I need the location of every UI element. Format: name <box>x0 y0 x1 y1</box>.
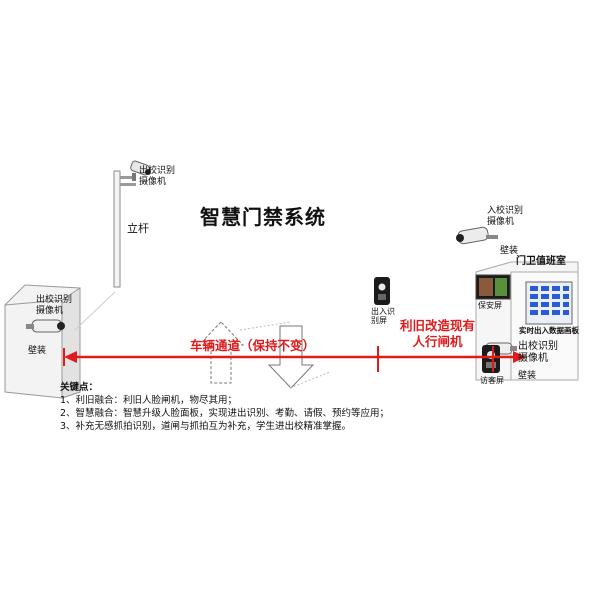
key-point-item: 1、利旧融合：利旧人脸闸机，物尽其用； <box>60 395 238 406</box>
camera-top-label: 出校识别摄像机 <box>139 166 176 187</box>
id-screen-icon <box>374 277 390 305</box>
vehicle-lane-label: 车辆通道（保持不变） <box>190 338 316 353</box>
id-screen-label: 出入识别屏 <box>371 307 395 325</box>
wall-mount-right-label: 壁装 <box>518 371 537 381</box>
guard-room-label: 门卫值班室 <box>516 256 566 267</box>
camera-left-label: 出校识别摄像机 <box>36 295 73 316</box>
visitor-screen-label: 访客屏 <box>480 376 504 385</box>
key-point-item: 2、智慧融合：智慧升级人脸面板，实现进出识别、考勤、请假、预约等应用； <box>60 408 390 419</box>
vehicle-lane-arrow <box>63 346 526 372</box>
camera-left-icon <box>26 319 65 333</box>
camera-right-top-icon <box>456 226 498 245</box>
lane-arrow-up-icon <box>197 321 245 384</box>
camera-right-top-label: 入校识别摄像机 <box>487 206 524 227</box>
visitor-screen-icon <box>482 345 500 373</box>
security-screen-label: 保安屏 <box>478 301 502 310</box>
page-title: 智慧门禁系统 <box>200 205 326 229</box>
camera-top-icon <box>130 160 151 181</box>
reuse-gate-line-1: 利旧改造现有 <box>400 318 476 333</box>
wall-mount-right-top-label: 壁装 <box>500 246 519 256</box>
perspective-line <box>74 291 116 331</box>
wall-mount-left-label: 壁装 <box>28 346 47 356</box>
security-screen-icon <box>475 274 511 300</box>
pole <box>113 170 136 288</box>
key-points: 关键点： 1、利旧融合：利旧人脸闸机，物尽其用； 2、智慧融合：智慧升级人脸面板… <box>60 381 389 433</box>
key-points-heading: 关键点： <box>60 382 99 393</box>
pole-label: 立杆 <box>127 222 149 235</box>
key-point-item: 3、补充无感抓拍识别，道闸与抓拍互为补充，学生进出校精准掌握。 <box>60 421 352 432</box>
reuse-gate-label: 利旧改造现有 人行闸机 <box>400 318 475 350</box>
data-panel-label: 实时出入数据画板 <box>519 326 579 335</box>
reuse-gate-line-2: 人行闸机 <box>412 334 463 349</box>
camera-right-label: 出校识别摄像机 <box>518 341 558 364</box>
left-wall <box>4 284 81 399</box>
lane-arrow-down-icon <box>267 325 315 389</box>
